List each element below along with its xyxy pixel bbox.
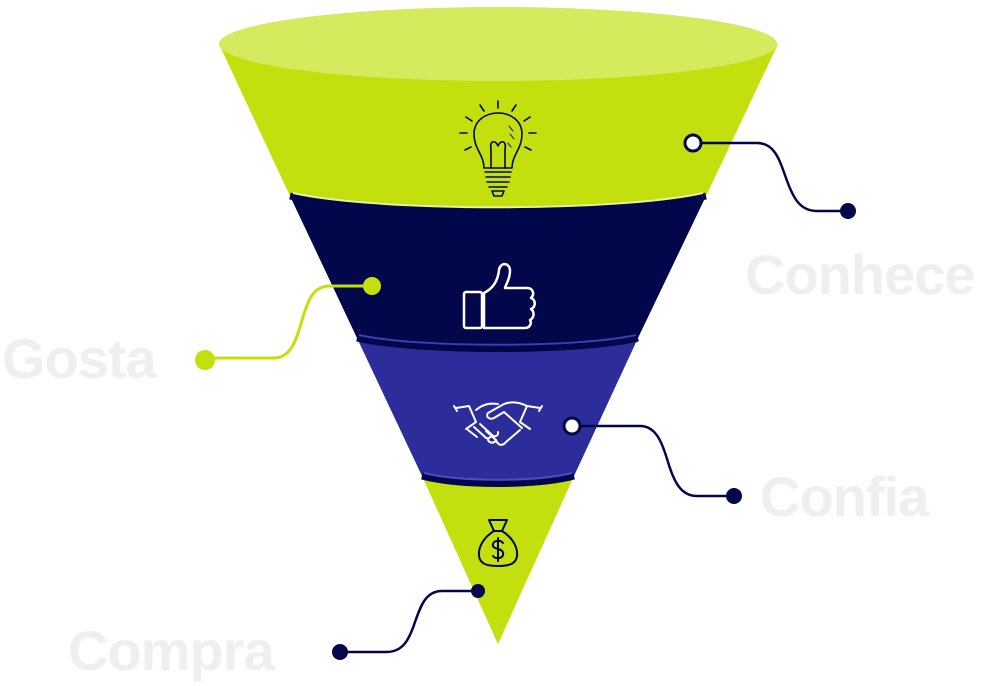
stage-label-compra: Compra [68,619,275,682]
connector-confia [562,416,742,504]
connector-confia-end-dot [726,488,742,504]
money-bag-icon [477,519,519,567]
separator-1-highlight [292,192,704,209]
stage-label-gosta: Gosta [2,327,158,390]
funnel-rim [219,7,777,81]
connector-compra [332,584,485,660]
connector-gosta [195,277,381,370]
funnel [219,7,778,644]
stage-label-confia: Confia [760,465,930,528]
connector-confia-start-dot [562,416,582,436]
lightbulb-icon [459,100,537,197]
connector-conhece-end-dot [840,203,856,219]
connector-gosta-end-dot [195,350,215,370]
handshake-icon [453,401,543,446]
connector-compra-start-dot [471,584,485,598]
connector-conhece-start-dot [683,133,703,153]
stage-label-conhece: Conhece [745,243,975,306]
separator-3 [421,472,575,487]
connector-gosta-start-dot [363,277,381,295]
connector-compra-end-dot [332,644,348,660]
separator-2 [356,334,639,352]
funnel-band-conhece [219,44,778,211]
funnel-band-confia [357,338,638,484]
thumbs-up-icon [462,262,536,330]
separator-2-highlight [358,334,637,346]
separator-3-highlight [423,472,573,481]
separator-1 [289,192,707,215]
connector-conhece [683,133,856,219]
